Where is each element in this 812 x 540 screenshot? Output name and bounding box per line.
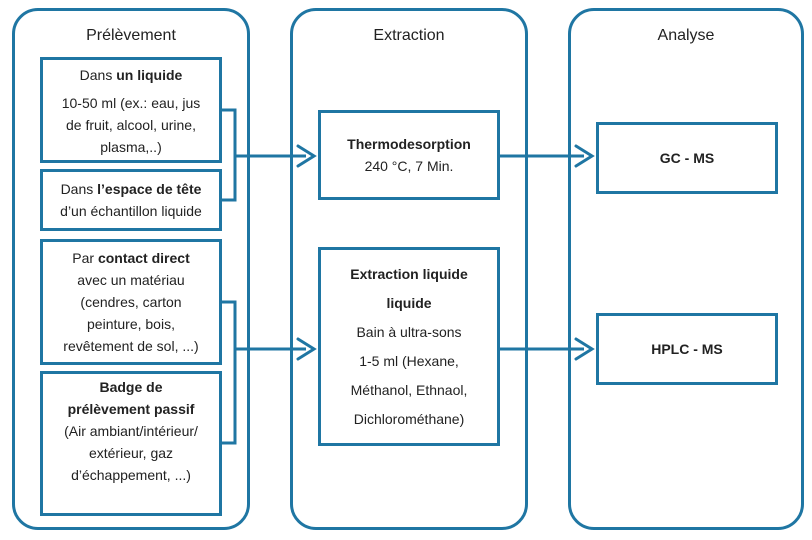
extraction-liquid-title-2: liquide [386, 294, 432, 311]
sampling-liquid-detail-1: 10-50 ml (ex.: eau, jus [61, 95, 201, 111]
arrow-head-to-hplcms [574, 337, 595, 361]
sampling-contact-detail-1: avec un matériau [77, 272, 185, 288]
extraction-box-liquid: Extraction liquide liquide Bain à ultra-… [318, 247, 500, 446]
extraction-thermo-detail-1: 240 °C, 7 Min. [364, 158, 454, 174]
analysis-box-gcms: GC - MS [596, 122, 778, 194]
sampling-liquid-heading: Dans un liquide [79, 67, 183, 83]
sampling-liquid-detail-3: plasma,..) [100, 139, 162, 155]
bracket-lower [222, 300, 237, 445]
sampling-liquid-detail-2: de fruit, alcool, urine, [66, 117, 196, 133]
column-title-extraction: Extraction [373, 27, 445, 44]
column-analyse: Analyse [568, 8, 804, 530]
extraction-liquid-detail-2: 1-5 ml (Hexane, [359, 352, 459, 369]
sampling-contact-detail-2: (cendres, carton [80, 294, 182, 310]
column-title-prelevement: Prélèvement [86, 27, 176, 44]
sampling-headspace-detail-1: d’un échantillon liquide [60, 203, 202, 219]
column-extraction: Extraction [290, 8, 528, 530]
sampling-box-liquid: Dans un liquide 10-50 ml (ex.: eau, jus … [40, 57, 222, 163]
extraction-liquid-detail-1: Bain à ultra-sons [356, 323, 462, 340]
column-prelevement: Prélèvement [12, 8, 250, 530]
sampling-box-headspace: Dans l’espace de tête d’un échantillon l… [40, 169, 222, 231]
analysis-hplcms-label: HPLC - MS [651, 341, 723, 357]
sampling-contact-detail-4: revêtement de sol, ...) [63, 338, 199, 354]
sampling-contact-detail-3: peinture, bois, [87, 316, 175, 332]
arrow-head-to-thermo [296, 144, 317, 168]
sampling-box-badge: Badge de prélèvement passif (Air ambiant… [40, 371, 222, 516]
arrow-head-to-gcms [574, 144, 595, 168]
sampling-badge-detail-3: d’échappement, ...) [71, 467, 191, 483]
sampling-badge-heading-2: prélèvement passif [67, 401, 195, 417]
extraction-liquid-detail-4: Dichlorométhane) [353, 410, 465, 427]
sampling-box-contact: Par contact direct avec un matériau (cen… [40, 239, 222, 365]
extraction-thermo-title: Thermodesorption [347, 136, 471, 152]
sampling-badge-heading-1: Badge de [99, 379, 163, 395]
analysis-box-hplcms: HPLC - MS [596, 313, 778, 385]
extraction-liquid-title-1: Extraction liquide [350, 265, 468, 282]
arrow-head-to-liquid [296, 337, 317, 361]
bracket-upper [222, 108, 237, 202]
extraction-liquid-detail-3: Méthanol, Ethnaol, [350, 381, 468, 398]
sampling-headspace-heading: Dans l’espace de tête [60, 181, 202, 197]
sampling-contact-heading: Par contact direct [72, 250, 190, 266]
column-title-analyse: Analyse [657, 27, 715, 44]
analysis-gcms-label: GC - MS [659, 150, 715, 166]
sampling-badge-detail-2: extérieur, gaz [88, 445, 174, 461]
extraction-box-thermo: Thermodesorption 240 °C, 7 Min. [318, 110, 500, 200]
sampling-badge-detail-1: (Air ambiant/intérieur/ [64, 423, 198, 439]
